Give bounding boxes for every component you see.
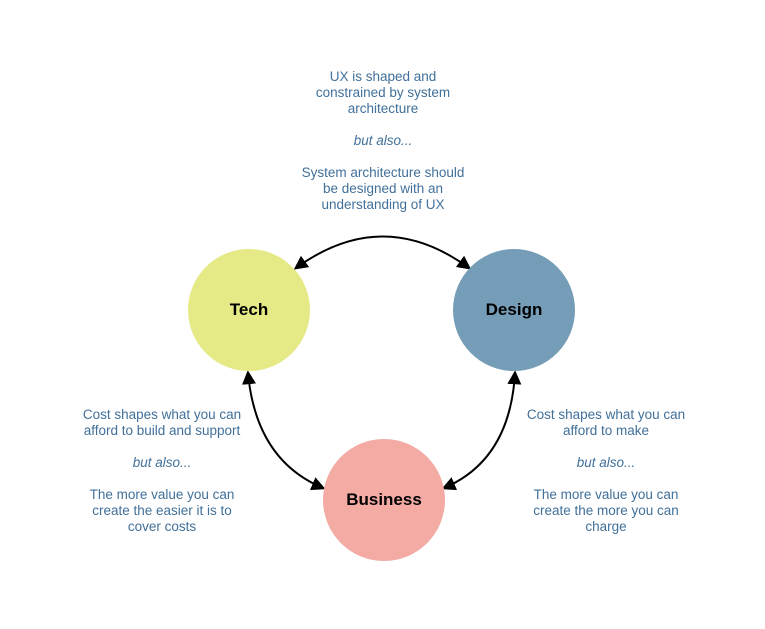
right-annotation-line: charge: [585, 519, 627, 534]
right-annotation-connector: but also...: [576, 455, 636, 470]
top-annotation: UX is shaped and constrained by system a…: [283, 69, 483, 213]
design-node: Design: [453, 249, 575, 371]
top-annotation-line: be designed with an: [322, 181, 444, 196]
right-annotation-line: Cost shapes what you can: [526, 407, 686, 422]
right-annotation-line: The more value you can: [533, 487, 679, 502]
business-node-label: Business: [346, 490, 422, 509]
top-annotation-connector: but also...: [353, 133, 413, 148]
top-annotation-line: understanding of UX: [321, 197, 445, 212]
left-annotation-line: The more value you can: [89, 487, 235, 502]
arrow-tech-design: [293, 235, 472, 270]
arrow-design-business: [441, 370, 522, 491]
right-annotation-line: create the more you can: [533, 503, 679, 518]
business-node: Business: [323, 439, 445, 561]
left-annotation: Cost shapes what you can afford to build…: [62, 407, 262, 535]
design-node-label: Design: [485, 300, 543, 319]
top-annotation-line: UX is shaped and: [329, 69, 437, 84]
left-annotation-connector: but also...: [132, 455, 192, 470]
left-annotation-line: afford to build and support: [83, 423, 241, 438]
left-annotation-line: cover costs: [127, 519, 197, 534]
top-annotation-line: architecture: [347, 101, 419, 116]
left-annotation-line: create the easier it is to: [92, 503, 232, 518]
right-annotation: Cost shapes what you can afford to make …: [506, 407, 706, 535]
tech-node-label: Tech: [229, 300, 269, 319]
top-annotation-line: constrained by system: [315, 85, 451, 100]
left-annotation-line: Cost shapes what you can: [82, 407, 242, 422]
top-annotation-line: System architecture should: [301, 165, 465, 180]
tech-node: Tech: [188, 249, 310, 371]
arrow-tech-business: [242, 370, 326, 491]
right-annotation-line: afford to make: [562, 423, 650, 438]
